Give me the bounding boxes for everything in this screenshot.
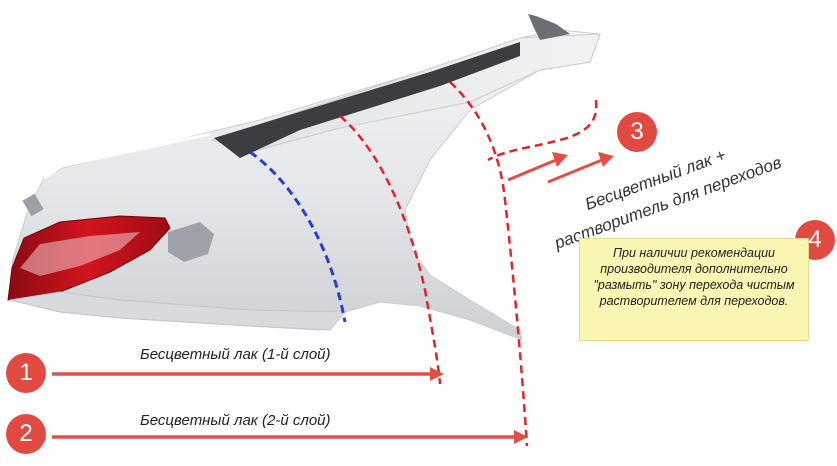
transition-line-blue <box>249 150 347 323</box>
step-badge-3: 3 <box>617 112 657 152</box>
blend-zone-bracket <box>487 99 598 162</box>
rear-window <box>214 42 520 158</box>
arrow-coat1-head <box>430 367 444 381</box>
antenna-icon <box>528 14 570 40</box>
transition-line-red-1 <box>339 115 442 385</box>
arrow-coat2-head <box>514 430 528 444</box>
tail-light-inner <box>20 232 140 276</box>
arrow-blend-b-shaft <box>547 158 603 184</box>
transition-line-red-2 <box>449 81 529 447</box>
coat2-label: Бесцветный лак (2-й слой) <box>140 412 331 429</box>
coat1-label: Бесцветный лак (1-й слой) <box>140 346 331 363</box>
arrow-blend-a-shaft <box>507 158 557 182</box>
arrow-blend-a-head <box>552 152 568 167</box>
arrow-blend-b-head <box>598 152 614 167</box>
manufacturer-note: При наличии рекомендации производителя д… <box>579 238 809 341</box>
step-badge-1: 1 <box>6 353 46 393</box>
trunk-edge <box>43 132 211 180</box>
manufacturer-note-text: При наличии рекомендации производителя д… <box>593 246 795 308</box>
fuel-cap <box>168 222 214 262</box>
step-badge-2: 2 <box>6 414 46 454</box>
trunk-badge <box>22 193 44 217</box>
rear-bumper <box>9 291 347 331</box>
